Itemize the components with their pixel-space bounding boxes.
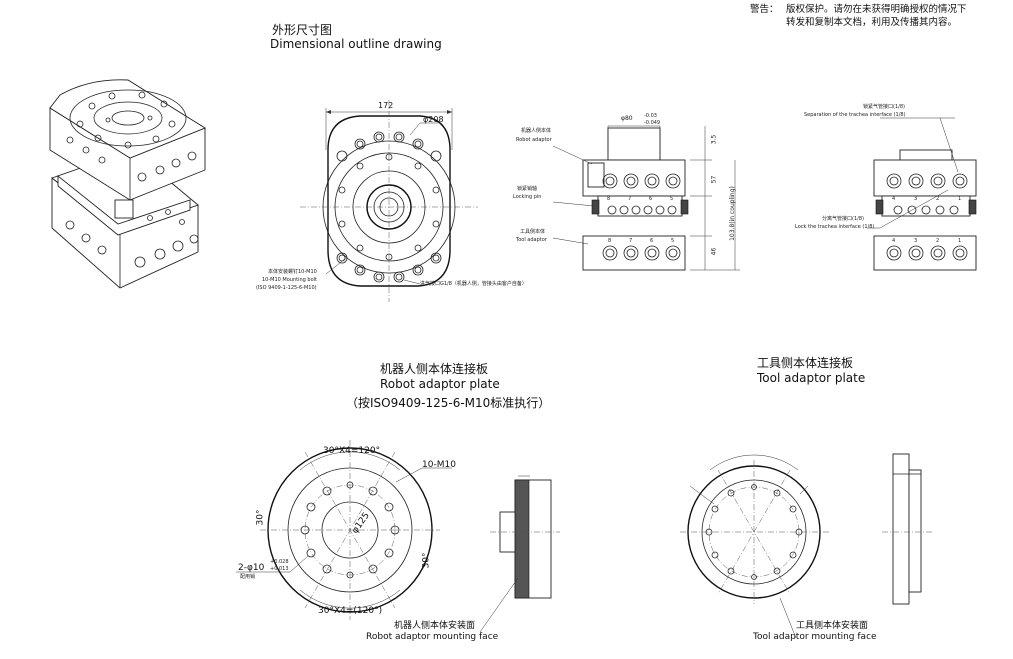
tool-face-label-zh: 工具侧本体安装面 <box>796 621 869 631</box>
tool-plate-title-zh: 工具侧本体连接板 <box>757 356 854 370</box>
air-port-note: 进气接口G1/8（机器人侧，管接头由客户自备） <box>420 281 527 287</box>
tool-plate-title-en: Tool adaptor plate <box>757 371 866 385</box>
warning-text-line2: 转发和复制本文档，利用及传播其内容。 <box>786 17 958 28</box>
front-diameter-dim: φ208 <box>423 115 444 124</box>
tool-face-label-en: Tool adaptor mounting face <box>753 632 877 642</box>
height-dim-1: 3.5 <box>710 134 718 145</box>
bolt-note-line2: 10-M10 Mounting bolt <box>262 277 318 283</box>
tool-adaptor-label-zh: 工具侧本体 <box>520 229 546 235</box>
robot-plate-section <box>479 475 560 633</box>
angle-top-dim: 30°X4=120° <box>323 446 381 456</box>
robot-adaptor-label-en: Robot adaptor <box>516 137 552 143</box>
tool-port-number-7: 7 <box>629 238 633 244</box>
port-number-7: 7 <box>628 196 632 202</box>
front-view <box>300 100 478 302</box>
bolt-note-line1: 本体安装螺钉10-M10 <box>268 269 317 275</box>
robot-face-label-en: Robot adaptor mounting face <box>366 632 499 642</box>
tool-adaptor-label-en: Tool adaptor <box>516 237 547 243</box>
robot-plate-face <box>236 440 452 620</box>
locking-pin-label-zh: 锁紧销轴 <box>517 186 538 192</box>
tool-plate-face <box>680 454 830 639</box>
outline-title-zh: 外形尺寸图 <box>272 23 333 37</box>
separation-port-label-zh: 锁紧气管接口(1/8) <box>863 104 905 110</box>
isometric-view <box>49 79 206 289</box>
tool-port-number-4: 4 <box>892 238 896 244</box>
pin-note: 配用销 <box>240 574 256 580</box>
robot-adaptor-label-zh: 机器人侧本体 <box>521 128 552 134</box>
side-view-1 <box>552 125 740 271</box>
pin-tol-lower: +0.013 <box>270 566 289 572</box>
warning-label: 警告： <box>750 4 779 15</box>
port-number-6: 6 <box>649 196 653 202</box>
side-view-2 <box>868 117 977 271</box>
tool-plate-section <box>882 453 934 605</box>
angle-bottom-dim: 30°X4=(120°) <box>318 606 383 616</box>
tool-port-number-2: 2 <box>936 238 940 244</box>
port-number-2: 2 <box>936 196 940 202</box>
angle-left-dim: 30° <box>255 509 266 526</box>
height-dim-3: 46 <box>710 247 718 256</box>
port-number-1: 1 <box>958 196 962 202</box>
port-number-4: 4 <box>892 196 896 202</box>
tool-port-number-3: 3 <box>914 238 918 244</box>
tool-port-number-8: 8 <box>608 238 612 244</box>
robot-plate-title-zh: 机器人侧本体连接板 <box>380 362 489 376</box>
port-number-3: 3 <box>914 196 918 202</box>
thread-dim: 10-M10 <box>422 460 456 470</box>
height-dim-2: 57 <box>710 175 718 184</box>
warning-text-line1: 版权保护。请勿在未获得明确授权的情况下 <box>786 4 967 15</box>
robot-plate-title-note: （按ISO9409-125-6-M10标准执行） <box>346 396 551 410</box>
tool-port-number-5: 5 <box>671 238 675 244</box>
total-height-dim: 103.8(in coupling) <box>728 186 736 241</box>
bolt-note-line3: (ISO 9409-1-125-6-M10) <box>256 285 317 291</box>
front-width-dim: 172 <box>378 101 394 110</box>
port-number-8: 8 <box>607 196 611 202</box>
port-number-5: 5 <box>670 196 674 202</box>
side-tol-upper: -0.03 <box>644 113 657 119</box>
robot-face-label-zh: 机器人侧本体安装面 <box>394 621 476 631</box>
locking-pin-label-en: Locking pin <box>513 194 542 200</box>
pin-tol-upper: +0.028 <box>270 559 289 565</box>
lock-port-label-zh: 分离气管接口(1/8) <box>822 216 864 222</box>
lock-port-label-en: Lock the trachea interface (1/8) <box>795 224 875 230</box>
tool-port-number-1: 1 <box>958 238 962 244</box>
side-tol-lower: -0.049 <box>644 120 661 126</box>
outline-title-en: Dimensional outline drawing <box>270 37 442 51</box>
separation-port-label-en: Separation of the trachea interface (1/8… <box>804 112 906 118</box>
pin-dim: 2-φ10 <box>238 563 265 573</box>
side-diameter-dim: φ80 <box>621 115 633 122</box>
robot-plate-title-en: Robot adaptor plate <box>380 377 500 391</box>
angle-right-dim: 30° <box>421 552 432 569</box>
tool-port-number-6: 6 <box>650 238 654 244</box>
